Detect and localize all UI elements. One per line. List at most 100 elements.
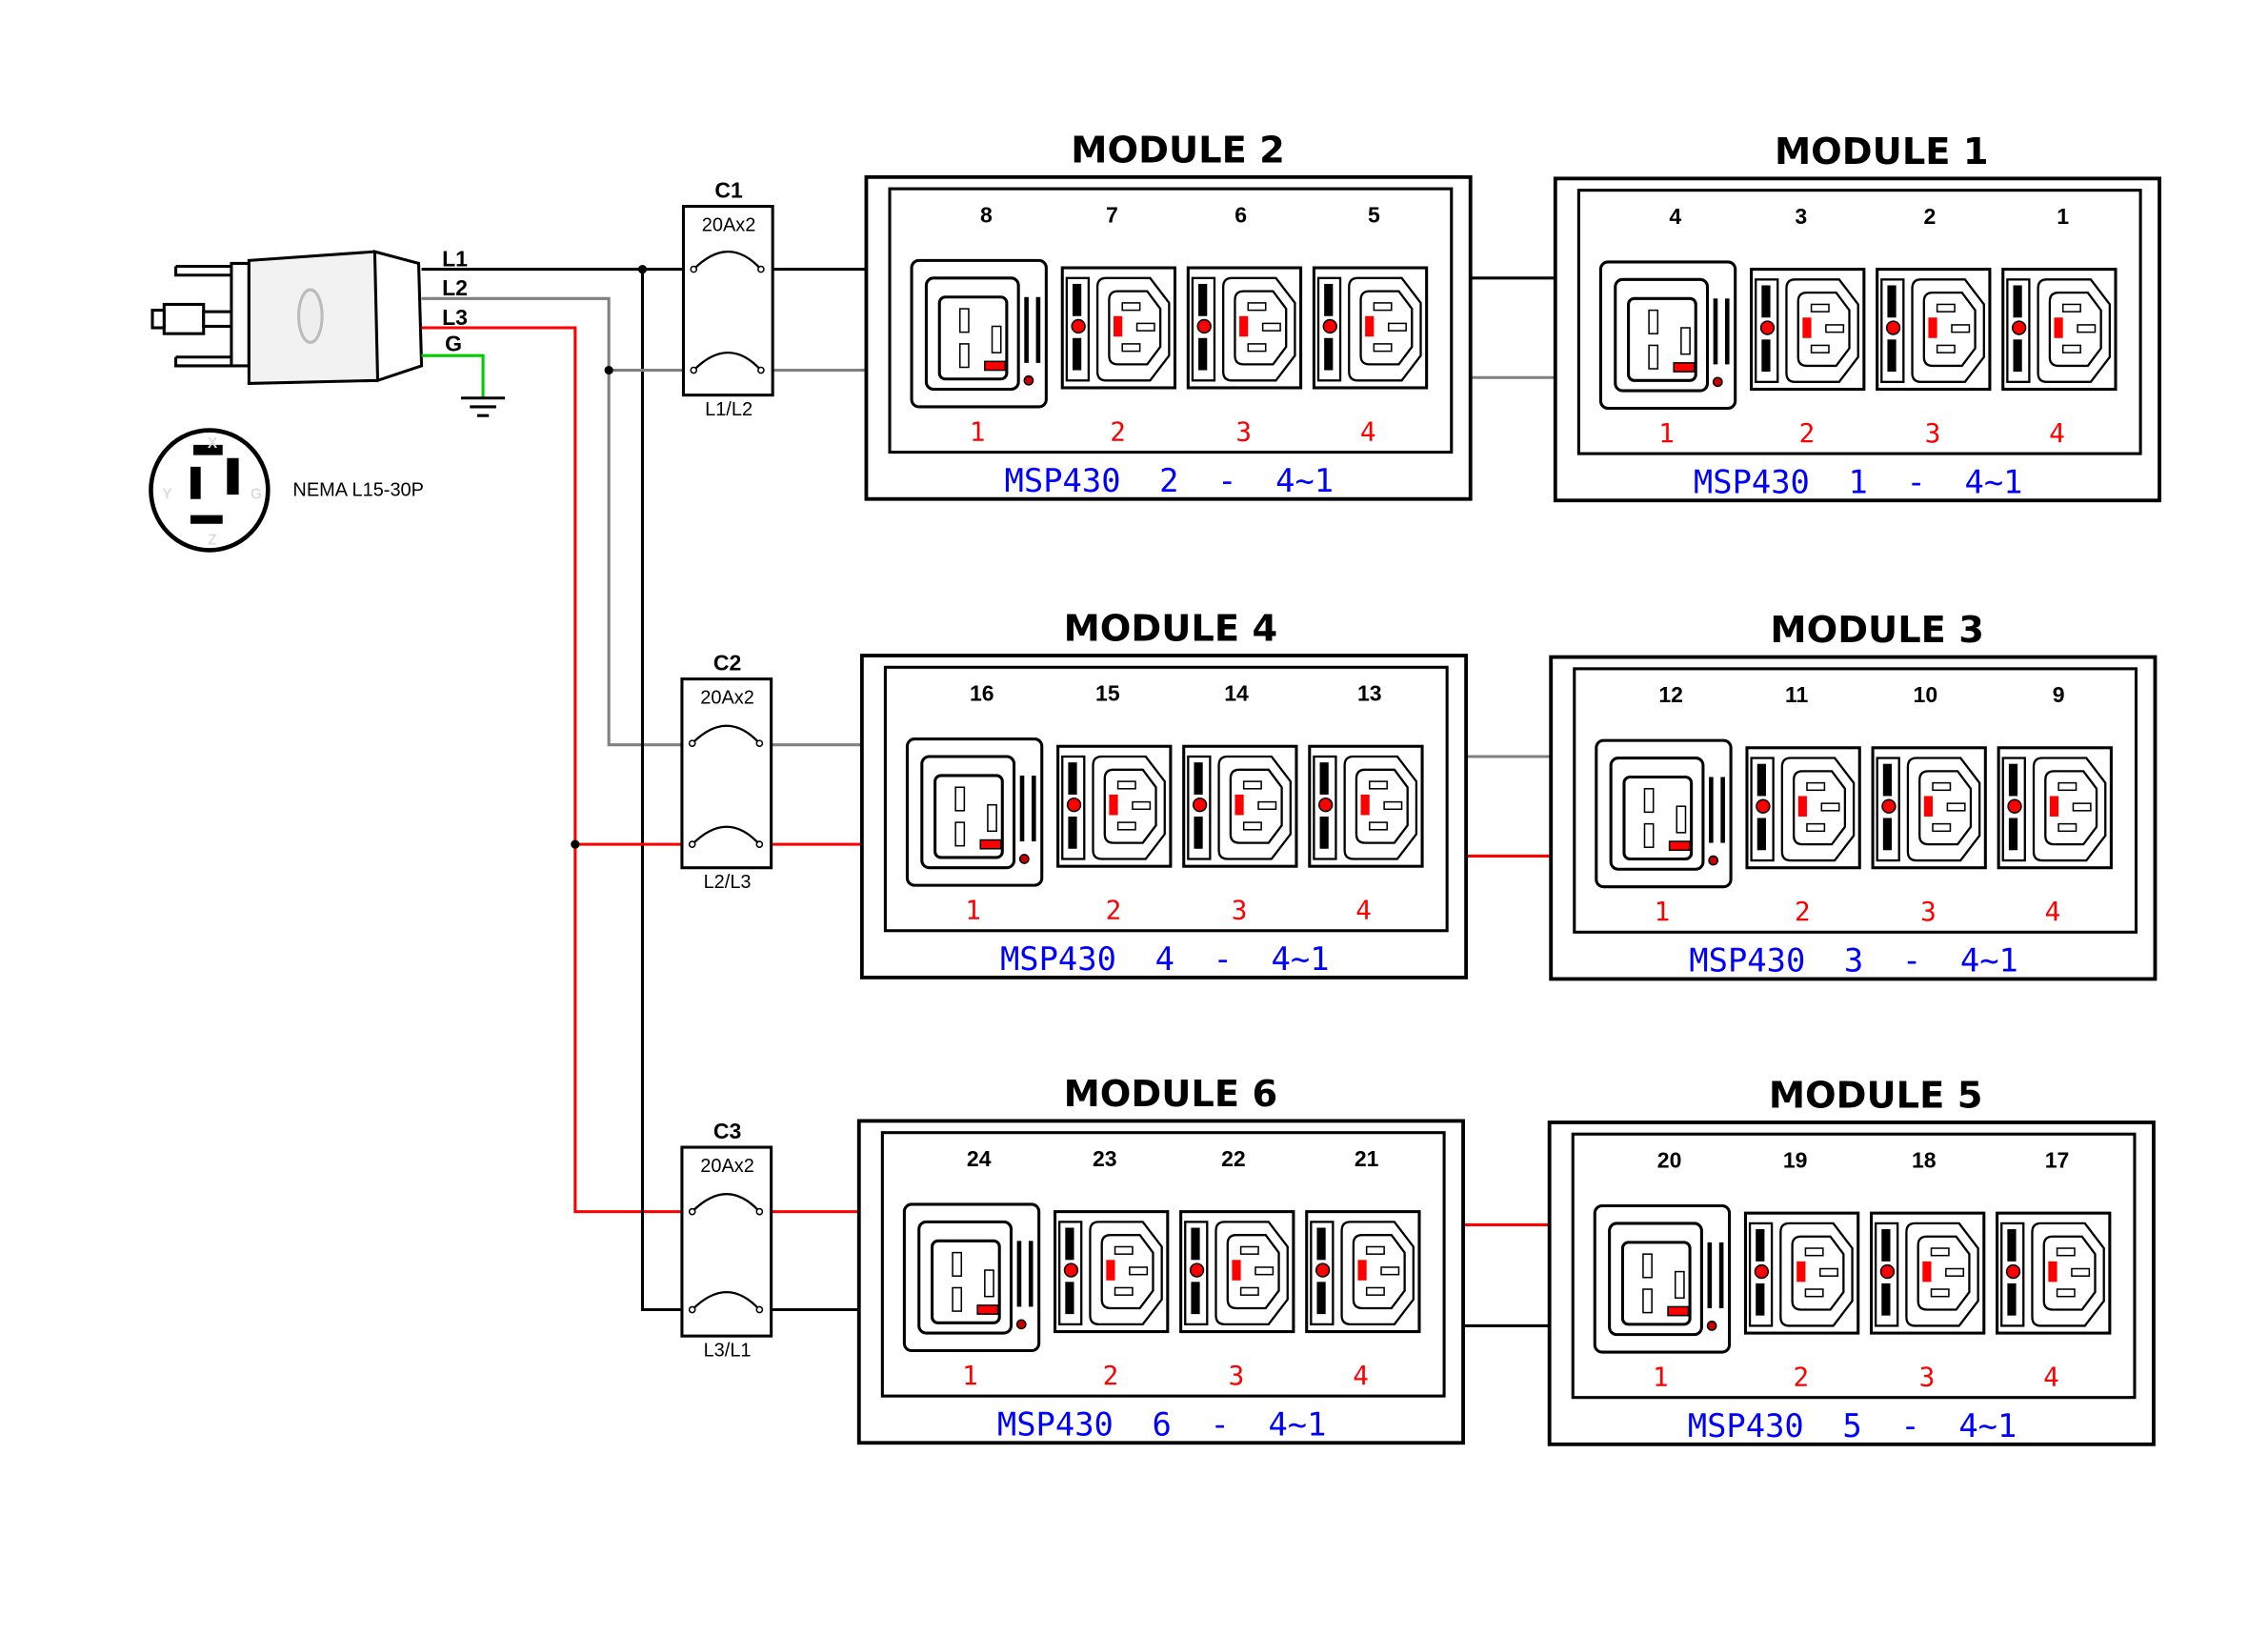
wire-label-l3: L3 <box>442 305 468 330</box>
reset-button[interactable] <box>1066 797 1082 813</box>
reset-button[interactable] <box>2005 1263 2021 1280</box>
pin-letter-y: Y <box>162 487 171 503</box>
reset-button[interactable] <box>1196 318 1212 334</box>
breaker-name: C1 <box>714 177 743 202</box>
ground-symbol <box>461 396 506 417</box>
port-number: 2 <box>1110 415 1126 447</box>
terminal <box>690 366 698 374</box>
port-number: 1 <box>970 415 986 447</box>
junction-dot <box>604 365 613 375</box>
port-number: 1 <box>1653 1361 1669 1392</box>
wire-l2 <box>421 296 684 747</box>
outlet-number: 17 <box>2045 1148 2070 1173</box>
module-title: MODULE 1 <box>1775 131 1989 173</box>
outlet-number: 7 <box>1106 202 1118 227</box>
port-number: 3 <box>1925 417 1941 449</box>
outlet-number: 2 <box>1924 204 1937 229</box>
breaker-contact <box>691 1193 761 1213</box>
reset-button[interactable] <box>1759 320 1776 335</box>
reset-button[interactable] <box>1015 1319 1027 1330</box>
terminal <box>755 1207 764 1216</box>
port-number: 4 <box>2045 896 2061 927</box>
breaker-contact <box>691 724 761 744</box>
reset-button[interactable] <box>1063 1262 1079 1278</box>
terminal <box>755 840 764 848</box>
port-number: 2 <box>1799 417 1816 449</box>
reset-button[interactable] <box>1879 1263 1896 1280</box>
port-number: 2 <box>1103 1360 1119 1391</box>
outlet-number: 19 <box>1783 1148 1808 1173</box>
reset-button[interactable] <box>1885 320 1901 335</box>
terminal <box>755 1305 764 1314</box>
c19-outlet <box>905 737 1044 887</box>
outlet-number: 13 <box>1357 681 1382 706</box>
wire-label-l1: L1 <box>442 247 468 272</box>
outlet-number: 21 <box>1355 1146 1379 1171</box>
wire-ground <box>421 353 485 398</box>
module-title: MODULE 3 <box>1770 609 1984 652</box>
reset-button[interactable] <box>1018 854 1030 864</box>
reset-button[interactable] <box>1322 318 1337 334</box>
c13-outlet <box>1745 746 1861 870</box>
c13-outlet <box>1312 266 1429 390</box>
module-label: MSP430 6 - 4~1 <box>997 1406 1327 1444</box>
reset-button[interactable] <box>1712 376 1723 388</box>
reset-button[interactable] <box>1318 797 1334 813</box>
c13-outlet <box>1996 1211 2112 1335</box>
module-label: MSP430 3 - 4~1 <box>1689 942 2018 980</box>
outlet-number: 1 <box>2057 204 2069 229</box>
outlet-panel <box>1576 189 2142 455</box>
reset-button[interactable] <box>1881 798 1897 814</box>
module-title: MODULE 5 <box>1769 1075 1983 1118</box>
reset-button[interactable] <box>1708 855 1719 866</box>
breaker-phases: L3/L1 <box>704 1341 752 1362</box>
breaker-rating: 20Ax2 <box>700 1156 754 1177</box>
outlet-number: 18 <box>1912 1148 1937 1173</box>
c13-outlet <box>1876 268 1992 392</box>
reset-button[interactable] <box>1071 318 1086 334</box>
breaker-body <box>681 205 774 397</box>
outlet-number: 3 <box>1795 204 1807 229</box>
reset-button[interactable] <box>1756 798 1771 814</box>
port-number: 1 <box>1658 417 1675 449</box>
module-label: MSP430 2 - 4~1 <box>1005 462 1335 499</box>
junction-dot <box>571 839 580 849</box>
module-label: MSP430 1 - 4~1 <box>1694 464 2023 501</box>
breaker-name: C3 <box>713 1119 741 1143</box>
c13-outlet <box>1305 1210 1421 1334</box>
c13-outlet <box>1997 746 2113 870</box>
reset-button[interactable] <box>1706 1321 1717 1331</box>
wire-l3 <box>421 326 684 1214</box>
module-label: MSP430 4 - 4~1 <box>1000 940 1330 978</box>
outlet-number: 8 <box>980 202 993 227</box>
c13-outlet <box>1056 744 1173 868</box>
outlet-number: 22 <box>1221 1146 1246 1171</box>
reset-button[interactable] <box>1754 1263 1770 1280</box>
reset-button[interactable] <box>1315 1262 1331 1278</box>
c13-outlet <box>1869 1211 1986 1335</box>
breaker-contact <box>692 351 762 372</box>
breaker-phases: L1/L2 <box>705 399 753 420</box>
junction-dot <box>637 264 648 274</box>
module-title: MODULE 2 <box>1071 129 1285 172</box>
port-number: 3 <box>1229 1360 1245 1391</box>
c19-outlet <box>1593 1203 1732 1354</box>
reset-button[interactable] <box>1189 1262 1205 1278</box>
port-number: 2 <box>1793 1361 1809 1392</box>
reset-button[interactable] <box>2011 320 2027 335</box>
reset-button[interactable] <box>2007 798 2022 814</box>
reset-button[interactable] <box>1192 797 1208 813</box>
reset-button[interactable] <box>1023 374 1034 386</box>
breaker-rating: 20Ax2 <box>700 688 754 709</box>
port-number: 3 <box>1919 1361 1936 1392</box>
outlet-number: 4 <box>1669 204 1681 229</box>
port-number: 4 <box>2049 417 2065 449</box>
